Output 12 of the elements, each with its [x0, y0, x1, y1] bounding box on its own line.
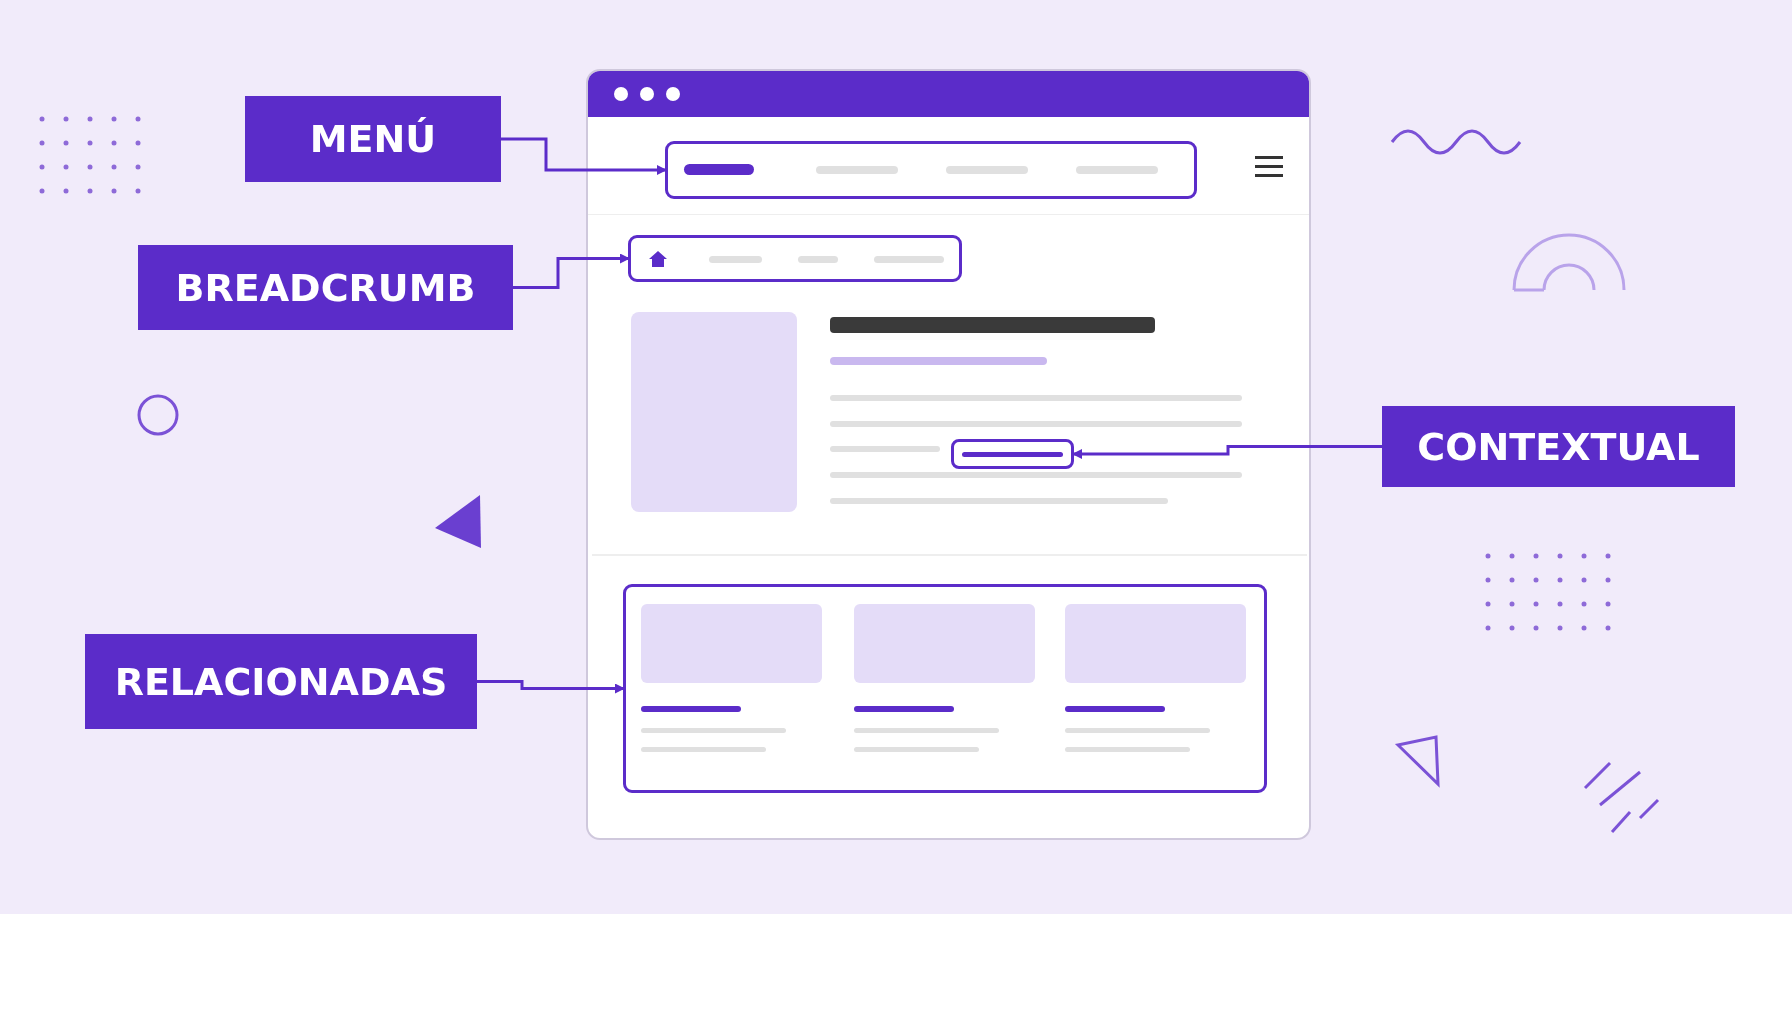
breadcrumb-bar	[628, 235, 962, 282]
arrow	[513, 253, 630, 289]
navigation-bar	[665, 141, 1197, 199]
callout-label: RELACIONADAS	[85, 634, 477, 729]
callout-label: CONTEXTUAL	[1382, 406, 1735, 487]
arrow	[477, 680, 625, 694]
related-articles-panel	[623, 584, 1267, 793]
arrow	[501, 137, 667, 175]
callout-label: MENÚ	[245, 96, 501, 182]
arrow	[1072, 445, 1382, 459]
contextual-link-button	[951, 439, 1074, 469]
callout-label: BREADCRUMB	[138, 245, 513, 330]
